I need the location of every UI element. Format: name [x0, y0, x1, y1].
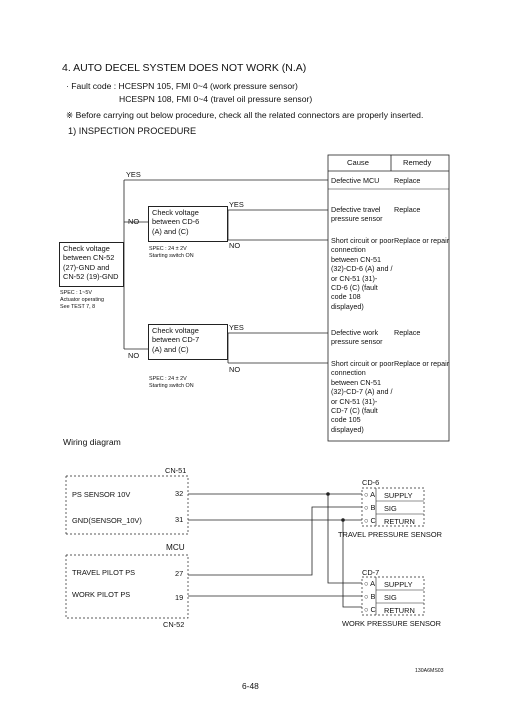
gnd-label: GND(SENSOR_10V) [72, 516, 142, 525]
cd7-label: CD-7 [362, 568, 380, 577]
cn51-label: CN-51 [165, 466, 187, 475]
pin-31: 31 [175, 515, 184, 524]
table-header-remedy: Remedy [403, 158, 432, 167]
cd6-pin-c: ○ C [364, 516, 376, 525]
remedy-row-4: Replace [394, 328, 421, 337]
remedy-row-5: Replace or repair [394, 359, 450, 368]
remedy-row-1: Replace [394, 176, 421, 185]
subheading: 1) INSPECTION PROCEDURE [68, 126, 197, 136]
travel-pilot-label: TRAVEL PILOT PS [72, 568, 136, 577]
fault-code-line-2: HCESPN 108, FMI 0~4 (travel oil pressure… [119, 94, 313, 104]
remedy-row-3: Replace or repair [394, 236, 450, 245]
mcu-label: MCU [166, 543, 185, 552]
note-text: ※ Before carrying out below procedure, c… [66, 110, 424, 120]
cd6-pin-b: ○ B [364, 503, 376, 512]
cd7-pin-a: ○ A [364, 579, 376, 588]
travel-pressure-sensor-label: TRAVEL PRESSURE SENSOR [338, 530, 442, 539]
cd7-sig: SIG [384, 593, 397, 602]
cd6-label: CD-6 [362, 478, 380, 487]
label-yes-2: YES [229, 200, 244, 209]
cd6-return: RETURN [384, 517, 415, 526]
cd7-pin-b: ○ B [364, 592, 376, 601]
work-pressure-sensor-label: WORK PRESSURE SENSOR [342, 619, 441, 628]
cause-row-1: Defective MCU [331, 176, 380, 185]
figure-code: 130A6MS03 [415, 668, 444, 674]
cd6-pin-a: ○ A [364, 490, 376, 499]
label-yes-1: YES [126, 170, 141, 179]
cd6-supply: SUPPLY [384, 491, 413, 500]
label-no-4: NO [229, 365, 241, 374]
cd7-supply: SUPPLY [384, 580, 413, 589]
cd6-sig: SIG [384, 504, 397, 513]
pin-19: 19 [175, 593, 184, 602]
fault-code-line-1: · Fault code : HCESPN 105, FMI 0~4 (work… [66, 81, 298, 91]
pin-32: 32 [175, 489, 184, 498]
label-no-1: NO [128, 217, 140, 226]
wiring-diagram-title: Wiring diagram [63, 437, 121, 447]
label-no-2: NO [229, 241, 241, 250]
label-no-3: NO [128, 351, 140, 360]
section-heading: 4. AUTO DECEL SYSTEM DOES NOT WORK (N.A) [62, 62, 307, 74]
table-header-cause: Cause [347, 158, 369, 167]
pin-27: 27 [175, 569, 184, 578]
page-number: 6-48 [242, 681, 259, 691]
work-pilot-label: WORK PILOT PS [72, 590, 131, 599]
ps-sensor-label: PS SENSOR 10V [72, 490, 131, 499]
label-yes-3: YES [229, 323, 244, 332]
remedy-row-2: Replace [394, 205, 421, 214]
cd7-pin-c: ○ C [364, 605, 376, 614]
cn52-label: CN-52 [163, 620, 185, 629]
cd7-return: RETURN [384, 606, 415, 615]
